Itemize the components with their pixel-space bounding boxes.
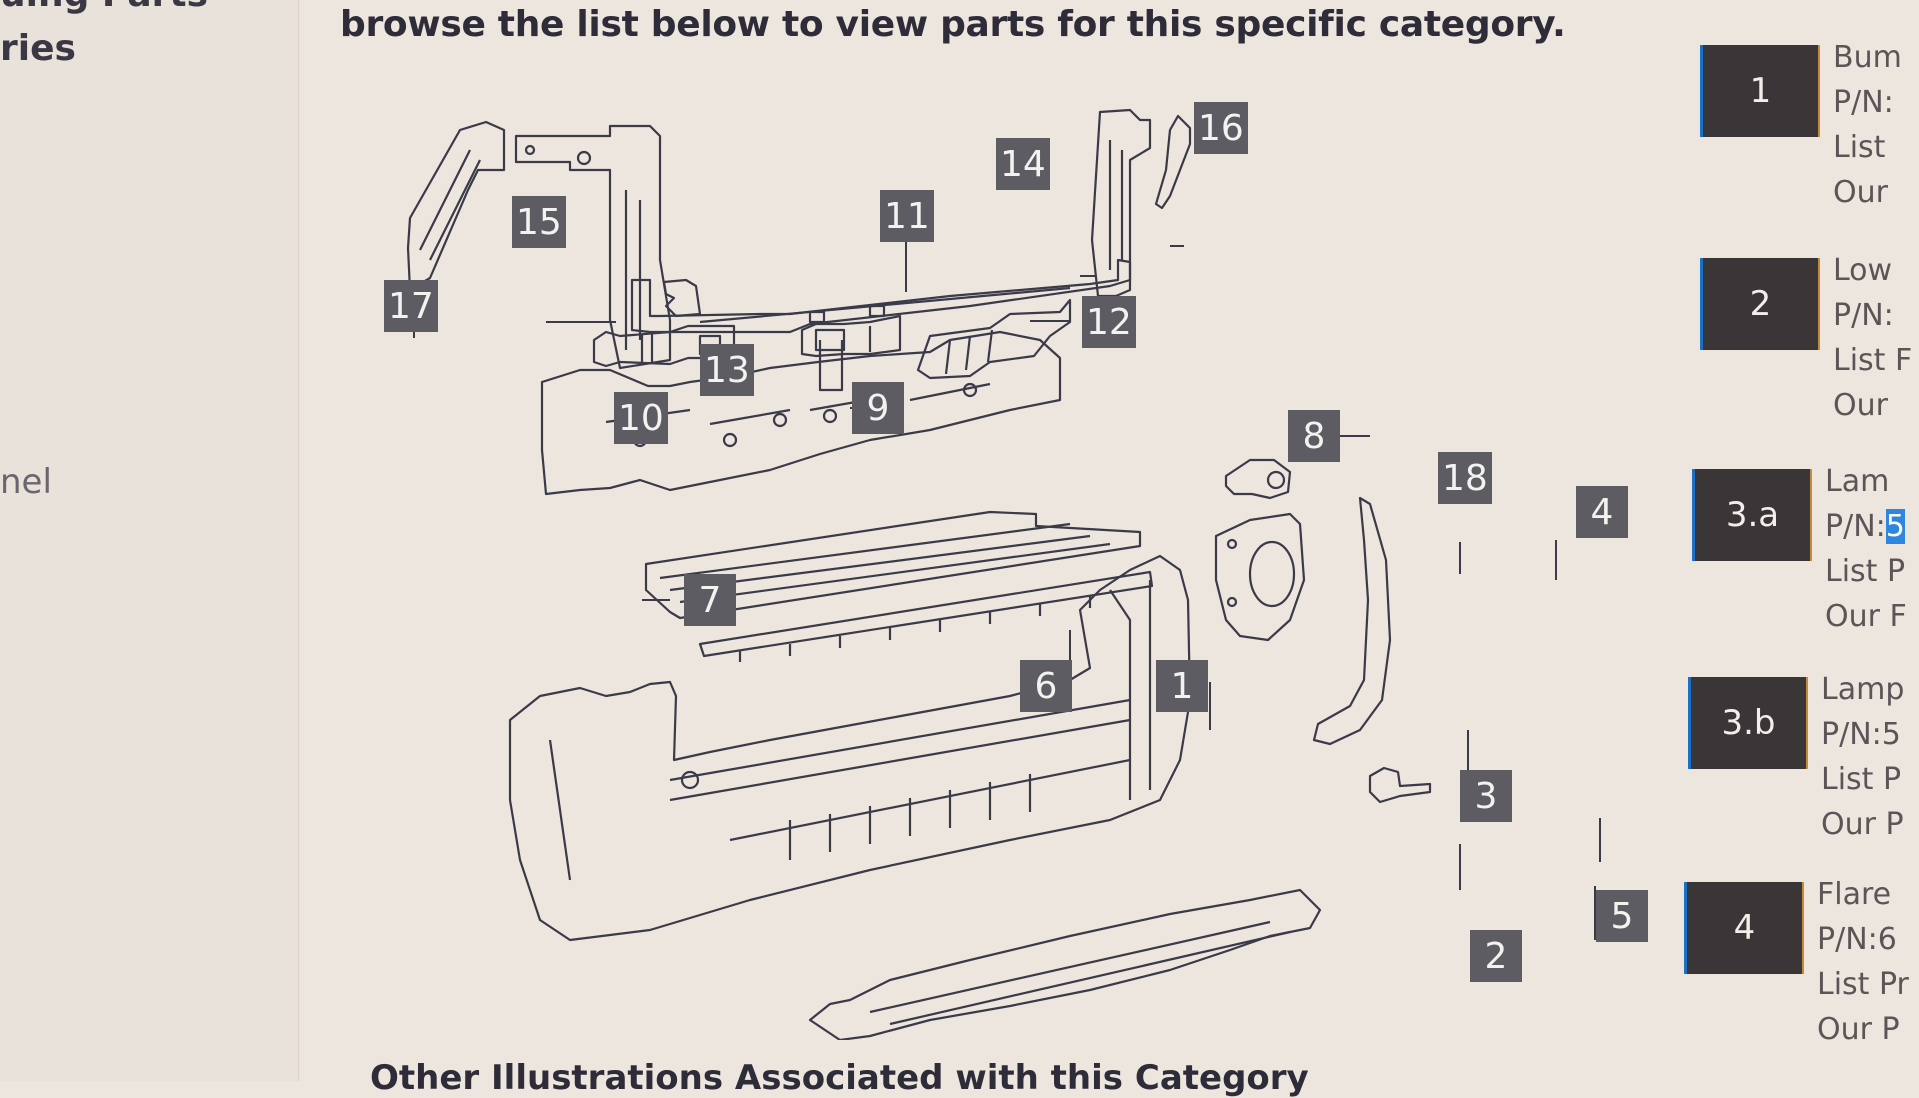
part-name[interactable]: Low xyxy=(1833,253,1893,288)
part-number-badge[interactable]: 3.b xyxy=(1688,677,1808,769)
part-number-badge[interactable]: 3.a xyxy=(1692,469,1812,561)
part-row[interactable]: 1 Bum P/N: List Our xyxy=(1700,40,1919,210)
part-18-drawing xyxy=(1224,458,1292,500)
part-16-drawing xyxy=(1154,114,1192,210)
part-pn: P/N: xyxy=(1833,298,1894,333)
part-12-drawing xyxy=(916,298,1072,380)
part-number-badge[interactable]: 4 xyxy=(1684,882,1804,974)
leader-lines xyxy=(413,242,1601,940)
callout-10[interactable]: 10 xyxy=(614,392,668,444)
part-2-drawing xyxy=(808,888,1322,1040)
part-row[interactable]: 4 Flare P/N:6 List Pr Our P xyxy=(1684,877,1919,1047)
callout-4[interactable]: 4 xyxy=(1576,486,1628,538)
part-7-drawing xyxy=(644,510,1142,620)
other-illustrations-heading: Other Illustrations Associated with this… xyxy=(370,1058,1309,1098)
part-row[interactable]: 3.a Lam P/N:5 List P Our F xyxy=(1692,464,1919,634)
part-list-price: List Pr xyxy=(1817,967,1909,1002)
callout-7[interactable]: 7 xyxy=(684,574,736,626)
part-17-drawing xyxy=(406,120,506,292)
diagram-drawing xyxy=(406,108,1601,1040)
part-4-drawing xyxy=(1312,496,1392,746)
part-number-badge[interactable]: 1 xyxy=(1700,45,1820,137)
callout-18[interactable]: 18 xyxy=(1438,452,1492,504)
part-3-drawing xyxy=(1214,512,1306,642)
part-row[interactable]: 3.b Lamp P/N:5 List P Our P xyxy=(1688,672,1919,842)
callout-2[interactable]: 2 xyxy=(1470,930,1522,982)
callout-6[interactable]: 6 xyxy=(1020,660,1072,712)
callout-8[interactable]: 8 xyxy=(1288,410,1340,462)
part-5-drawing xyxy=(1368,766,1432,804)
part-list-price: List F xyxy=(1833,343,1913,378)
callout-16[interactable]: 16 xyxy=(1194,102,1248,154)
part-details: Flare P/N:6 List Pr Our P xyxy=(1817,872,1909,1052)
sidebar-heading: uing Parts xyxy=(0,0,208,15)
part-name[interactable]: Flare xyxy=(1817,877,1892,912)
part-pn: P/N:5 xyxy=(1821,717,1901,752)
part-details: Lamp P/N:5 List P Our P xyxy=(1821,667,1904,847)
intro-text: browse the list below to view parts for … xyxy=(340,4,1566,45)
callout-9[interactable]: 9 xyxy=(852,382,904,434)
sidebar-divider xyxy=(298,0,299,1081)
sidebar: uing Parts ries nel xyxy=(0,0,300,1081)
parts-diagram: 17 15 11 14 16 12 13 10 9 8 18 4 7 6 1 3… xyxy=(370,100,1670,1040)
part-list-price: List xyxy=(1833,130,1886,165)
callout-11[interactable]: 11 xyxy=(880,190,934,242)
part-name[interactable]: Lam xyxy=(1825,464,1890,499)
part-pn-selection: 5 xyxy=(1885,509,1905,544)
part-14-drawing xyxy=(1090,108,1152,298)
part-pn-row: P/N:5 xyxy=(1825,504,1907,549)
callout-17[interactable]: 17 xyxy=(384,280,438,332)
sidebar-item-panel[interactable]: nel xyxy=(0,462,52,502)
sidebar-heading-line2: ries xyxy=(0,28,76,69)
callout-14[interactable]: 14 xyxy=(996,138,1050,190)
part-6-drawing xyxy=(698,570,1154,662)
callout-3[interactable]: 3 xyxy=(1460,770,1512,822)
part-list-price: List P xyxy=(1825,554,1906,589)
part-number-badge[interactable]: 2 xyxy=(1700,258,1820,350)
callout-15[interactable]: 15 xyxy=(512,196,566,248)
part-15-drawing xyxy=(514,124,672,370)
part-details: Bum P/N: List Our xyxy=(1833,35,1902,215)
part-name[interactable]: Lamp xyxy=(1821,672,1905,707)
part-our-price: Our xyxy=(1833,388,1888,423)
callout-1[interactable]: 1 xyxy=(1156,660,1208,712)
part-13-drawing xyxy=(662,278,702,318)
callout-13[interactable]: 13 xyxy=(700,344,754,396)
part-details: Lam P/N:5 List P Our F xyxy=(1825,459,1907,639)
part-row[interactable]: 2 Low P/N: List F Our xyxy=(1700,253,1919,423)
part-our-price: Our F xyxy=(1825,599,1907,634)
callout-12[interactable]: 12 xyxy=(1082,296,1136,348)
part-our-price: Our P xyxy=(1817,1012,1900,1047)
part-our-price: Our xyxy=(1833,175,1888,210)
part-1-drawing xyxy=(508,554,1192,942)
part-pn: P/N: xyxy=(1833,85,1894,120)
part-pn: P/N:6 xyxy=(1817,922,1897,957)
callout-5[interactable]: 5 xyxy=(1596,890,1648,942)
part-pn: P/N: xyxy=(1825,509,1886,544)
part-name[interactable]: Bum xyxy=(1833,40,1902,75)
part-11-drawing xyxy=(630,258,1132,392)
parts-list: 1 Bum P/N: List Our 2 Low P/N: List F Ou… xyxy=(1684,0,1919,1081)
part-our-price: Our P xyxy=(1821,807,1904,842)
part-details: Low P/N: List F Our xyxy=(1833,248,1912,428)
part-9-drawing xyxy=(800,314,902,358)
part-list-price: List P xyxy=(1821,762,1902,797)
